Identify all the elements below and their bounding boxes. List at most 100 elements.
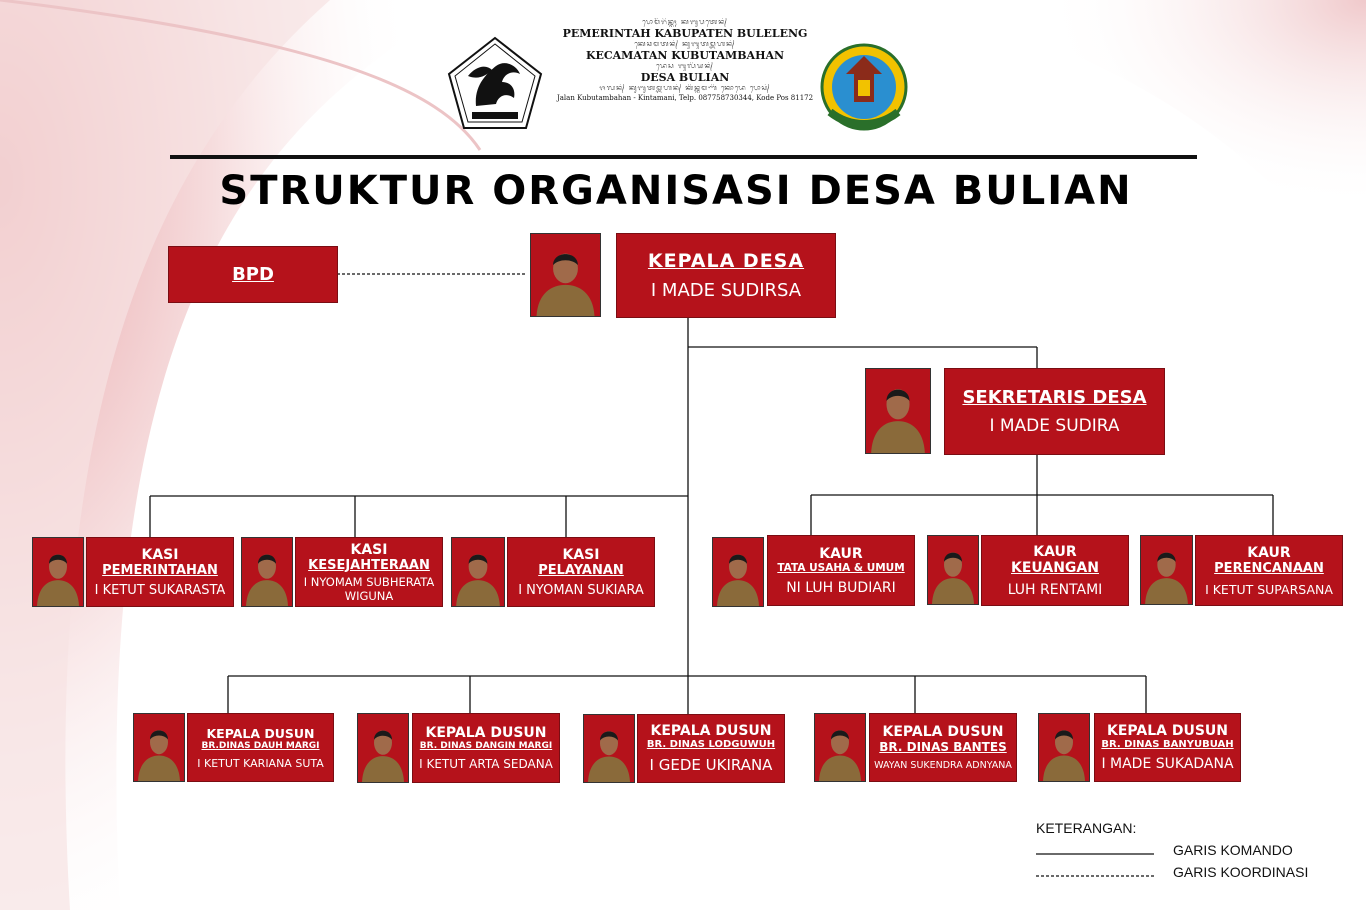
kepala-dusun-unit: BR. DINAS LODGUWUH [646,739,776,750]
letterhead: ᬧᭀᬫᭂᬭᬶᬦ᭄ᬢᬄ ᬓᬩᬸᬧᬢᬾᬦ᭄ PEMERINTAH KABUPATEN… [530,18,840,103]
portrait-silhouette [871,389,925,453]
kepala-dusun-photo [814,713,866,782]
kepala-dusun-role: KEPALA DUSUN [1106,723,1228,739]
kasi-name: I NYOMAM SUBHERATA WIGUNA [303,574,435,603]
kepala-dusun-role: KEPALA DUSUN [882,724,1004,740]
uniform [37,580,79,606]
hair [944,552,962,562]
kaur-name: LUH RENTAMI [1007,581,1103,598]
legend-coordination-line: GARIS KOORDINASI [1173,864,1309,880]
hair [831,730,849,740]
village-name: DESA BULIAN [640,71,730,84]
kasi-unit: KESEJAHTERAAN [308,557,430,573]
hair [49,554,67,564]
kepala-dusun-box: KEPALA DUSUN BR. DINAS LODGUWUH I GEDE U… [637,714,785,783]
buleleng-logo [447,36,543,129]
hair [1055,730,1073,740]
portrait-silhouette [1043,730,1085,781]
kaur-box: KAUR PERENCANAAN I KETUT SUPARSANA [1195,535,1343,606]
kasi-photo [32,537,84,607]
kasi-role: KASI [141,546,179,563]
uniform [246,580,288,606]
uniform [588,756,630,782]
portrait-silhouette [588,731,630,782]
kaur-box: KAUR KEUANGAN LUH RENTAMI [981,535,1129,606]
kasi-name: I NYOMAN SUKIARA [518,582,644,598]
kepala-dusun-name: I KETUT KARIANA SUTA [197,756,324,770]
kaur-photo [1140,535,1193,605]
kaur-photo [927,535,979,605]
kepala-dusun-photo [133,713,185,782]
portrait-silhouette [819,730,861,781]
kaur-role: KAUR [1247,544,1291,561]
hair [1157,552,1176,562]
kasi-box: KASI PELAYANAN I NYOMAN SUKIARA [507,537,655,607]
kepala-dusun-photo [357,713,409,783]
uniform [138,755,180,781]
portrait-silhouette [37,554,79,606]
sekretaris-box: SEKRETARIS DESA I MADE SUDIRA [944,368,1165,455]
kepala-dusun-photo [583,714,635,783]
hair [150,730,168,740]
uniform [536,284,595,316]
kasi-unit: PEMERINTAHAN [102,562,218,578]
kepala-dusun-box: KEPALA DUSUN BR. DINAS DANGIN MARGI I KE… [412,713,560,783]
kepala-desa-name: I MADE SUDIRSA [650,280,802,301]
hair [468,554,488,564]
kaur-name: I KETUT SUPARSANA [1205,581,1333,597]
hair [600,731,618,741]
uniform [932,578,974,604]
kaur-role: KAUR [819,545,863,562]
kepala-dusun-name: I GEDE UKIRANA [649,756,773,774]
portrait-silhouette [138,730,180,781]
portrait-silhouette [362,730,404,782]
sekretaris-name: I MADE SUDIRA [989,416,1120,436]
kasi-box: KASI PEMERINTAHAN I KETUT SUKARASTA [86,537,234,607]
kaur-unit: KEUANGAN [1011,559,1099,576]
uniform [717,580,759,606]
kaur-box: KAUR TATA USAHA & UMUM NI LUH BUDIARI [767,535,915,606]
portrait-silhouette [246,554,288,606]
kepala-desa-box: KEPALA DESA I MADE SUDIRSA [616,233,836,318]
portrait-silhouette [717,554,759,606]
uniform [456,580,500,606]
kepala-dusun-role: KEPALA DUSUN [425,725,547,741]
hair [886,389,910,401]
kasi-name: I KETUT SUKARASTA [94,582,226,598]
kepala-dusun-role: KEPALA DUSUN [650,723,772,739]
kepala-dusun-unit: BR. DINAS BANYUBUAH [1101,739,1234,750]
bpd-box: BPD [168,246,338,303]
address: Jalan Kubutambahan - Kintamani, Telp. 08… [556,94,814,102]
portrait-silhouette [932,552,974,604]
balinese-script-3: ᬤᬾᬲ ᬩᬸᬮᬶᬬᬦ᭄ [656,62,714,70]
uniform [871,421,925,453]
portrait-silhouette [456,554,500,606]
uniform [1043,755,1085,781]
sekretaris-role: SEKRETARIS DESA [962,387,1147,408]
portrait-silhouette [536,253,595,316]
kaur-unit: TATA USAHA & UMUM [777,561,905,574]
uniform [1145,578,1188,604]
portrait-silhouette [1145,552,1188,604]
kepala-dusun-name: I KETUT ARTA SEDANA [419,757,553,771]
uniform [362,756,404,782]
hair [374,730,392,740]
kepala-dusun-photo [1038,713,1090,782]
page-title: STRUKTUR ORGANISASI DESA BULIAN [219,168,1133,214]
bpd-label: BPD [232,264,274,285]
hair [729,554,747,564]
legend-command-line: GARIS KOMANDO [1173,842,1293,858]
legend-title: KETERANGAN: [1036,820,1137,836]
district-name: KECAMATAN KUBUTAMBAHAN [585,49,785,62]
hair [553,254,578,266]
uniform [819,755,861,781]
kasi-photo [451,537,505,607]
kasi-role: KASI [562,546,600,563]
kepala-desa-role: KEPALA DESA [647,250,805,272]
desa-bulian-logo [820,43,908,131]
kaur-role: KAUR [1033,543,1077,560]
balinese-script-1: ᬧᭀᬫᭂᬭᬶᬦ᭄ᬢᬄ ᬓᬩᬸᬧᬢᬾᬦ᭄ [642,18,728,26]
kaur-name: NI LUH BUDIARI [786,579,896,596]
kepala-dusun-name: WAYAN SUKENDRA ADNYANA [874,760,1012,771]
